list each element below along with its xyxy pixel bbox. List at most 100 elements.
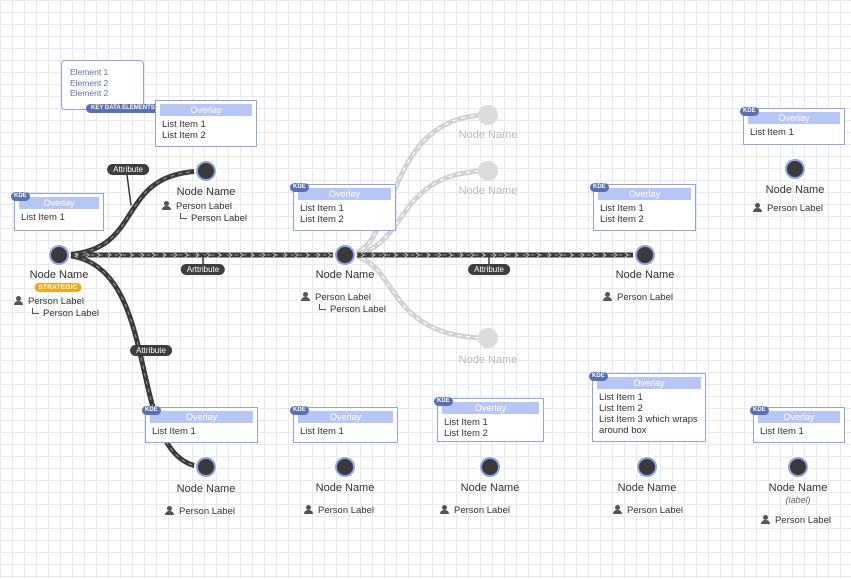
- node-ghost-2[interactable]: [478, 161, 498, 181]
- branch-icon: [32, 308, 39, 314]
- node-name: Node Name: [315, 269, 375, 281]
- node-far-right[interactable]: [785, 159, 805, 179]
- edge-chevron: [558, 252, 563, 258]
- person-icon: [162, 201, 172, 210]
- person-label: Person Label: [753, 203, 823, 214]
- edge-chevron: [228, 252, 233, 258]
- edge-chevron: [96, 252, 101, 258]
- overlay-header: Overlay: [19, 197, 99, 209]
- node-ghost-1[interactable]: [478, 105, 498, 125]
- edge-chevron: [316, 252, 321, 258]
- edge-chevron: [492, 252, 497, 258]
- strategic-badge: STRATEGIC: [34, 283, 82, 292]
- kde-element: Element 2: [70, 88, 109, 98]
- edge-chevron: [294, 252, 299, 258]
- node-upper[interactable]: [196, 161, 216, 181]
- node-middle[interactable]: [335, 245, 355, 265]
- edge-chevron: [239, 252, 244, 258]
- edge-chevron: [162, 252, 167, 258]
- overlay-middle[interactable]: KDE Overlay List Item 1 List Item 2: [290, 183, 396, 231]
- attribute-label[interactable]: Attribute: [107, 164, 149, 175]
- edge-chevron: [448, 252, 453, 258]
- edge-chevron: [547, 252, 552, 258]
- edge-chevron: [481, 252, 486, 258]
- node-bottom-5[interactable]: [788, 457, 808, 477]
- overlay-bottom-1[interactable]: KDE Overlay List Item 1: [142, 406, 258, 443]
- overlay-header: Overlay: [298, 188, 391, 200]
- overlay-right[interactable]: KDE Overlay List Item 1 List Item 2: [590, 183, 696, 231]
- edge-chevron: [459, 252, 464, 258]
- node-name: Node Name: [458, 185, 518, 197]
- person-icon: [440, 505, 450, 514]
- person-label: Person Label: [162, 201, 232, 212]
- edge-chevron: [591, 252, 596, 258]
- node-bottom-2[interactable]: [335, 457, 355, 477]
- overlay-bottom-3[interactable]: KDE Overlay List Item 1 List Item 2: [434, 397, 544, 442]
- overlay-header: Overlay: [150, 411, 253, 423]
- branch-icon: [180, 213, 187, 219]
- kde-element: Element 2: [70, 77, 109, 88]
- person-label: Person Label: [304, 505, 374, 516]
- overlay-header: Overlay: [758, 411, 840, 423]
- edge-chevron: [74, 252, 79, 258]
- edge-chevron: [437, 252, 442, 258]
- edge-chevron: [327, 252, 332, 258]
- overlay-item: List Item 1: [600, 203, 644, 214]
- node-name: Node Name: [176, 483, 236, 495]
- node-name: Node Name: [617, 482, 677, 494]
- overlay-header: Overlay: [748, 112, 840, 124]
- overlay-upper[interactable]: Overlay List Item 1 List Item 2: [155, 100, 257, 147]
- node-name: Node Name: [458, 129, 518, 141]
- person-icon: [304, 505, 314, 514]
- overlay-header: Overlay: [597, 377, 701, 389]
- node-bottom-1[interactable]: [196, 457, 216, 477]
- edge-chevrons: [74, 252, 640, 258]
- edge-chevron: [184, 252, 189, 258]
- overlay-item: List Item 1: [162, 119, 206, 130]
- sub-person-label: Person Label: [32, 308, 99, 319]
- kde-badge: KDE: [290, 406, 309, 415]
- node-bottom-4[interactable]: [637, 457, 657, 477]
- edge-chevron: [536, 252, 541, 258]
- overlay-bottom-2[interactable]: KDE Overlay List Item 1: [290, 406, 398, 443]
- kde-badge: KDE: [290, 183, 309, 192]
- person-label: Person Label: [301, 292, 371, 303]
- node-root[interactable]: [49, 245, 69, 265]
- node-name: Node Name: [176, 186, 236, 198]
- node-name: Node Name: [315, 482, 375, 494]
- attribute-label[interactable]: Arttribute: [180, 264, 226, 275]
- overlay-header: Overlay: [298, 411, 393, 423]
- edge-chevron: [140, 252, 145, 258]
- person-label: Person Label: [761, 515, 831, 526]
- kde-element: Element 1: [70, 67, 109, 77]
- overlay-root[interactable]: KDE Overlay List Item 1: [11, 192, 104, 231]
- overlay-item: List Item 1: [300, 426, 344, 437]
- overlay-item: List Item 1: [21, 212, 65, 223]
- person-label: Person Label: [603, 292, 673, 303]
- edge-chevron: [261, 252, 266, 258]
- edge-chevron: [195, 252, 200, 258]
- node-right[interactable]: [635, 245, 655, 265]
- overlay-item: List Item 3 which wraps around box: [599, 414, 698, 436]
- overlay-item: List Item 2: [599, 403, 643, 414]
- edge-chevron: [514, 252, 519, 258]
- attribute-label[interactable]: Attribute: [468, 264, 510, 275]
- node-bottom-3[interactable]: [480, 457, 500, 477]
- main-edges: [56, 106, 648, 470]
- attribute-label[interactable]: Attribute: [130, 345, 172, 356]
- edge-chevron: [624, 252, 629, 258]
- person-label: Person Label: [14, 296, 84, 307]
- key-data-elements-box[interactable]: Element 1 Element 2 Element 2: [61, 60, 144, 110]
- edge-chevron: [393, 252, 398, 258]
- node-ghost-3[interactable]: [478, 328, 498, 348]
- edge-chevron: [250, 252, 255, 258]
- edge-chevron: [382, 252, 387, 258]
- edge-chevron: [107, 252, 112, 258]
- overlay-far-right[interactable]: KDE Overlay List Item 1: [740, 107, 845, 145]
- person-label: Person Label: [165, 506, 235, 517]
- overlay-item: List Item 1: [444, 417, 488, 428]
- edge-chevron: [129, 252, 134, 258]
- overlay-bottom-4[interactable]: KDE Overlay List Item 1 List Item 2 List…: [589, 372, 706, 442]
- overlay-bottom-5[interactable]: KDE Overlay List Item 1: [750, 406, 845, 443]
- node-name: Node Name: [460, 482, 520, 494]
